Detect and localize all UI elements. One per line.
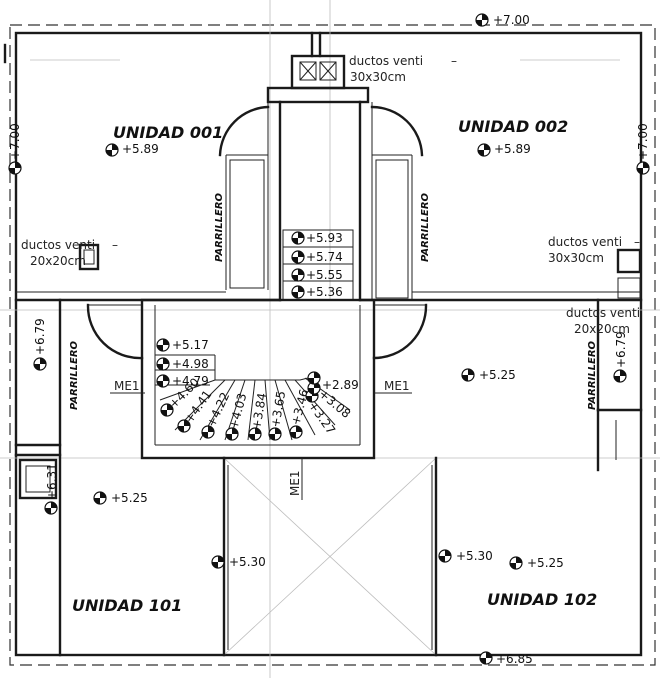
- level-marker-top: [475, 13, 489, 27]
- level-right-edge: +7.00: [636, 123, 650, 160]
- room-label-u002: UNIDAD 002: [458, 117, 568, 136]
- svg-text:–: –: [112, 238, 118, 252]
- level-left679: +6.79: [33, 318, 47, 355]
- level-marker-right679: [613, 369, 627, 383]
- duct-boxes: [18, 243, 642, 500]
- level-u002: +5.89: [494, 142, 531, 156]
- svg-text:20x20cm: 20x20cm: [574, 322, 630, 336]
- outer-wall: [14, 31, 643, 657]
- level-c530l: +5.30: [229, 555, 266, 569]
- duct-label-right-2: ductos venti 20x20cm: [566, 306, 640, 336]
- level-left-edge: +7.00: [8, 123, 22, 160]
- level-l525: +5.25: [111, 491, 148, 505]
- level-555: +5.55: [306, 268, 343, 282]
- level-marker-left679: [33, 357, 47, 371]
- duct-label-right: ductos venti – 30x30cm: [548, 235, 640, 265]
- room-label-u001: UNIDAD 001: [113, 123, 223, 142]
- level-574: +5.74: [306, 250, 343, 264]
- duct-label-left: ductos venti – 20x20cm: [21, 238, 118, 268]
- parrillero-label-lower-right: PARRILLERO: [587, 340, 598, 410]
- level-marker-574: [291, 250, 305, 264]
- level-u001: +5.89: [122, 142, 159, 156]
- svg-text:20x20cm: 20x20cm: [30, 254, 86, 268]
- level-top: +7.00: [493, 13, 530, 27]
- parrillero-label-lower-left: PARRILLERO: [69, 340, 80, 410]
- level-marker-479: [156, 374, 170, 388]
- level-marker-r525: [509, 556, 523, 570]
- svg-text:ductos venti: ductos venti: [566, 306, 640, 320]
- level-marker-c530r: [438, 549, 452, 563]
- central-core: [218, 86, 424, 302]
- duct-label-top: ductos venti – 30x30cm: [349, 54, 457, 84]
- level-marker-536: [291, 285, 305, 299]
- parrillero-label-left: PARRILLERO: [214, 192, 225, 262]
- me1-label-bottom: ME1: [288, 470, 302, 496]
- level-marker-555: [291, 268, 305, 282]
- svg-text:30x30cm: 30x30cm: [350, 70, 406, 84]
- svg-text:–: –: [451, 54, 457, 68]
- level-marker-498: [156, 357, 170, 371]
- level-marker-517: [156, 338, 170, 352]
- level-384: +3.84: [249, 392, 269, 431]
- level-marker-593: [291, 231, 305, 245]
- svg-text:–: –: [634, 235, 640, 249]
- level-marker-c525: [461, 368, 475, 382]
- level-markers: +7.00 +7.00 +7.00 +5.89 +5.89 +5.93 +5.7…: [8, 13, 650, 666]
- svg-text:ductos venti: ductos venti: [548, 235, 622, 249]
- me1-label-left: ME1: [114, 379, 140, 393]
- room-label-u102: UNIDAD 102: [487, 590, 597, 609]
- level-marker-346: [289, 425, 303, 439]
- room-label-u101: UNIDAD 101: [72, 596, 182, 615]
- level-bottom: +6.85: [496, 652, 533, 666]
- level-marker-365: [268, 427, 282, 441]
- level-r525: +5.25: [527, 556, 564, 570]
- level-marker-u001: [105, 143, 119, 157]
- me1-lines: [110, 392, 412, 500]
- level-left631: +6.31: [45, 463, 59, 500]
- svg-text:ductos venti: ductos venti: [21, 238, 95, 252]
- level-marker-bottom: [479, 651, 493, 665]
- level-marker-left631: [44, 501, 58, 515]
- level-marker-l525: [93, 491, 107, 505]
- level-593: +5.93: [306, 231, 343, 245]
- level-c525: +5.25: [479, 368, 516, 382]
- level-536: +5.36: [306, 285, 343, 299]
- level-289: +2.89: [322, 378, 359, 392]
- parrillero-label-right: PARRILLERO: [420, 192, 431, 262]
- level-right679: +6.79: [614, 331, 628, 368]
- me1-label-right: ME1: [384, 379, 410, 393]
- level-498: +4.98: [172, 357, 209, 371]
- level-marker-left-edge: [8, 161, 22, 175]
- level-365: +3.65: [268, 390, 288, 429]
- level-marker-u002: [477, 143, 491, 157]
- level-marker-c530l: [211, 555, 225, 569]
- lower-inner-room: [222, 456, 438, 657]
- property-boundary: [9, 24, 656, 666]
- level-479: +4.79: [172, 374, 209, 388]
- svg-text:30x30cm: 30x30cm: [548, 251, 604, 265]
- level-517: +5.17: [172, 338, 209, 352]
- svg-text:ductos venti: ductos venti: [349, 54, 423, 68]
- level-marker-right-edge: [636, 161, 650, 175]
- upper-duct-shaft: [290, 31, 346, 90]
- level-marker-289: [307, 371, 321, 385]
- level-c530r: +5.30: [456, 549, 493, 563]
